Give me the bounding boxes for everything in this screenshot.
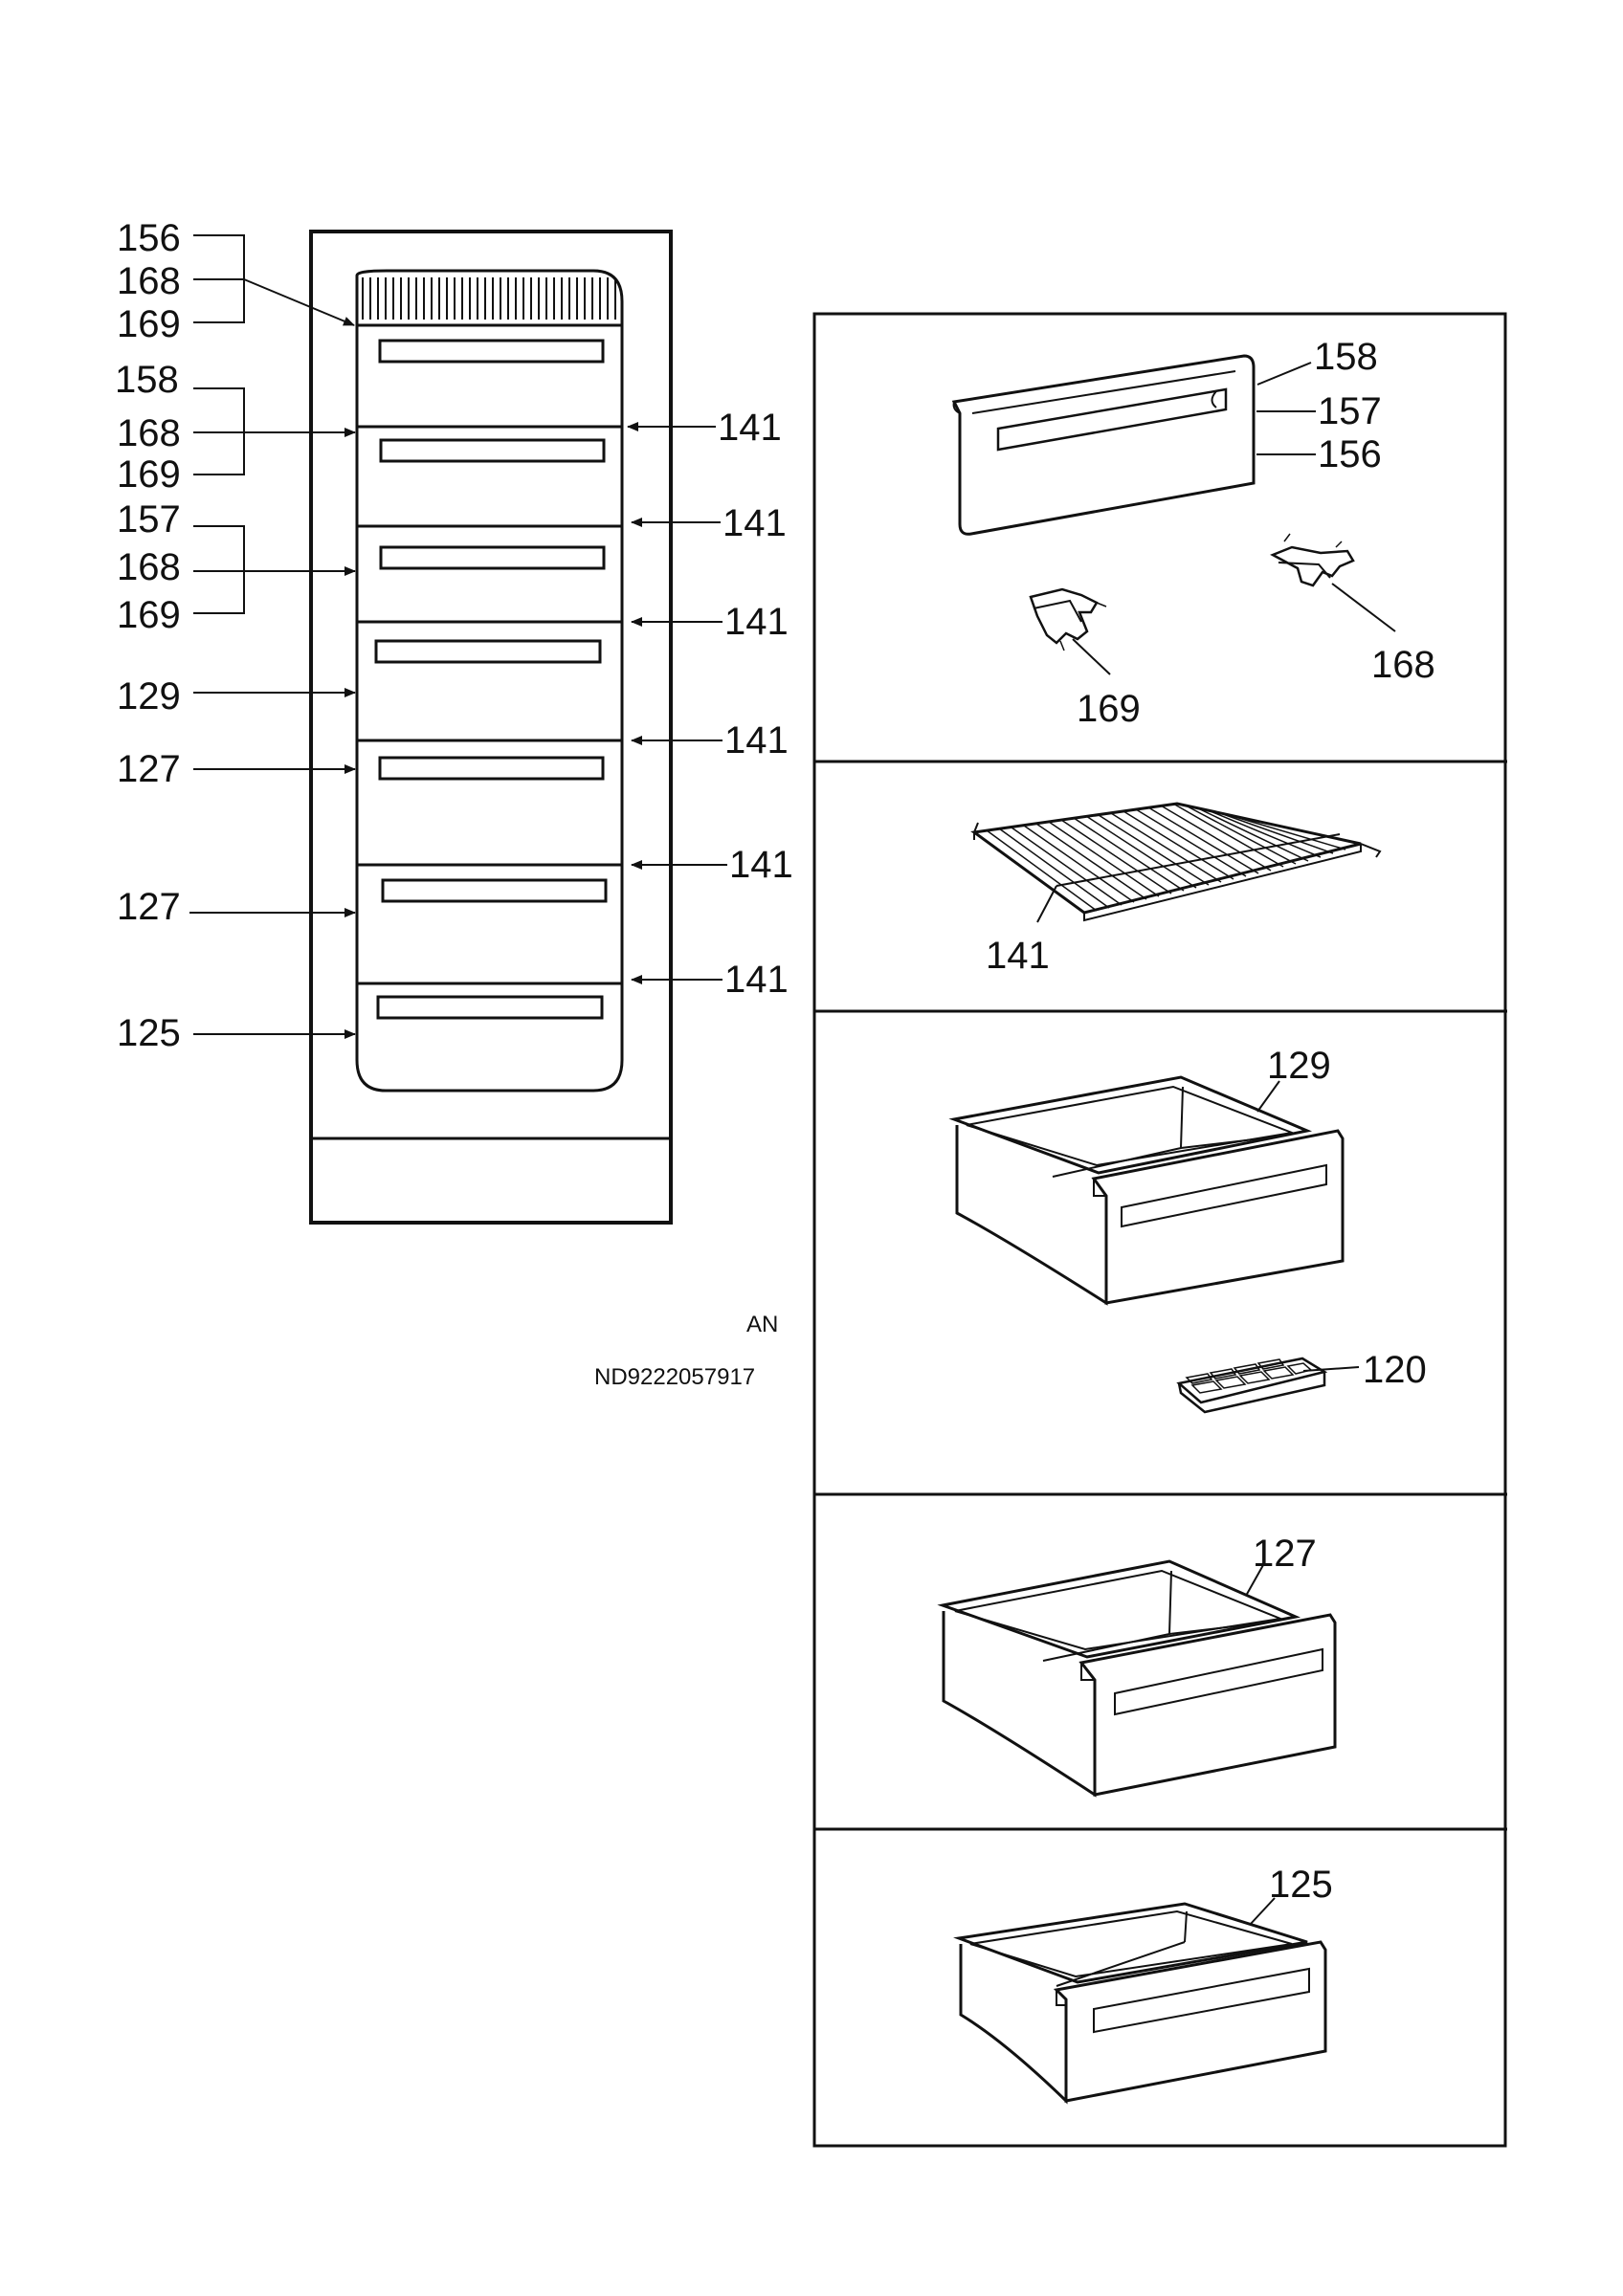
callout-127: 127 (117, 886, 181, 928)
callout-168: 168 (117, 260, 181, 302)
ice-tray-120: 120 (1176, 1349, 1427, 1414)
drawer-handle-2 (379, 438, 606, 463)
callout-168: 168 (1371, 644, 1435, 686)
doc-code: AN (746, 1312, 778, 1337)
top-grille (362, 277, 618, 320)
wire-shelf-part: 141 (970, 802, 1382, 977)
callout-125: 125 (117, 1012, 181, 1054)
callout-129: 129 (117, 675, 181, 718)
callout-157: 157 (117, 498, 181, 541)
drawer-front-part: 158 157 156 (951, 336, 1382, 536)
callout-141: 141 (724, 601, 789, 643)
callout-158: 158 (115, 359, 179, 401)
callout-156: 156 (1318, 433, 1382, 475)
bracket-group-3 (193, 525, 245, 614)
callout-141: 141 (723, 502, 787, 544)
callout-141: 141 (986, 935, 1050, 977)
callout-157: 157 (1318, 390, 1382, 432)
callout-141: 141 (729, 844, 793, 886)
drawer-handle-5 (378, 756, 605, 781)
bracket-group-1 (193, 234, 354, 325)
callout-141: 141 (724, 719, 789, 762)
drawer-handle-3 (379, 545, 606, 570)
callout-141: 141 (718, 407, 782, 449)
callout-169: 169 (117, 303, 181, 345)
drawer-handle-1 (378, 339, 605, 364)
drawer-handle-7 (376, 995, 604, 1020)
doc-number: ND9222057917 (594, 1364, 755, 1390)
callout-120: 120 (1363, 1349, 1427, 1391)
freezer-cabinet (309, 230, 673, 1225)
drawer-129-part: 129 (948, 1045, 1345, 1306)
callout-127: 127 (1253, 1533, 1317, 1575)
callout-158: 158 (1314, 336, 1378, 378)
drawer-127-part: 127 (937, 1533, 1337, 1798)
clip-168: 168 (1270, 533, 1435, 686)
callout-169: 169 (117, 594, 181, 636)
drawer-handle-6 (381, 878, 608, 903)
drawer-125-part: 125 (953, 1864, 1333, 2105)
callout-141: 141 (724, 959, 789, 1001)
left-callouts: 156 168 169 158 168 169 157 168 169 129 … (115, 217, 355, 1054)
drawer-handle-4 (374, 639, 602, 664)
callout-125: 125 (1269, 1864, 1333, 1906)
clip-169: 169 (1029, 587, 1141, 730)
inner-liner (355, 269, 624, 1093)
parts-panel (812, 312, 1507, 2148)
callout-127: 127 (117, 748, 181, 790)
callout-169: 169 (117, 453, 181, 496)
callout-129: 129 (1267, 1045, 1331, 1087)
callout-168: 168 (117, 546, 181, 588)
callout-169: 169 (1077, 688, 1141, 730)
callout-168: 168 (117, 412, 181, 454)
shelf-callouts: 141 141 141 141 141 141 (627, 407, 793, 1001)
callout-156: 156 (117, 217, 181, 259)
